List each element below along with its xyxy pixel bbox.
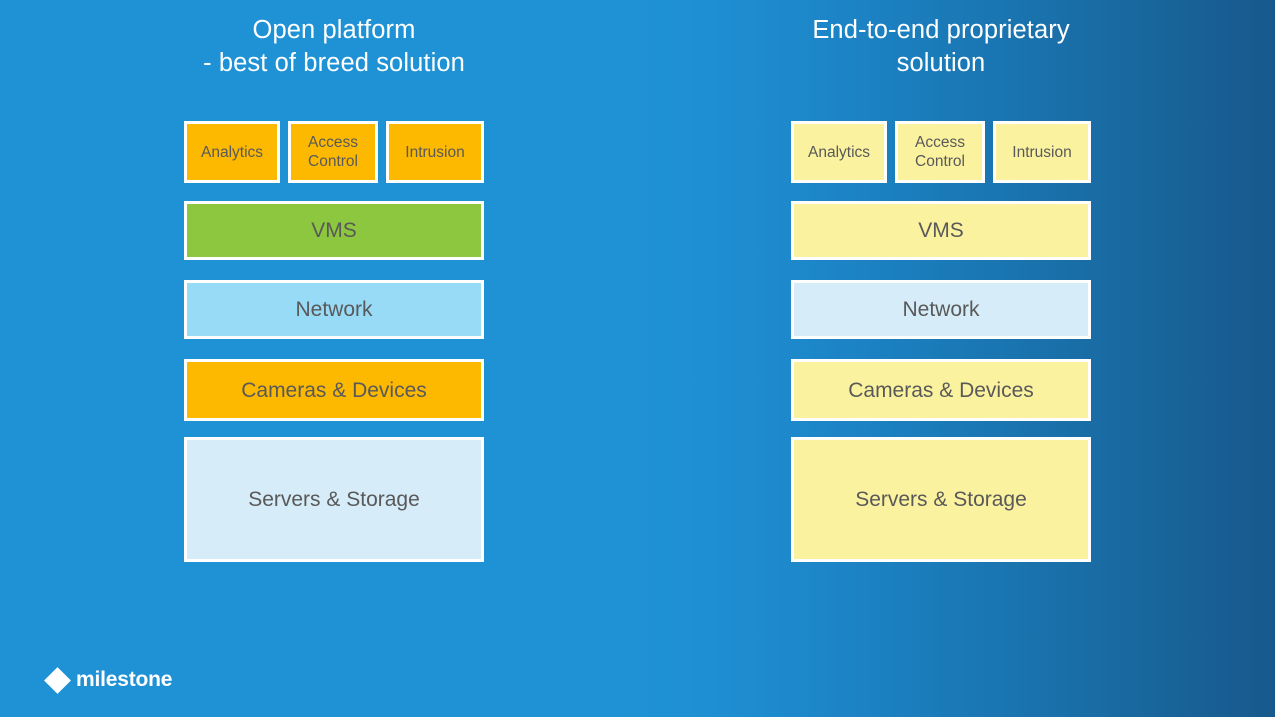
box-vms-left[interactable]: VMS [184, 201, 484, 260]
box-access-control-right[interactable]: Access Control [895, 121, 985, 183]
box-network-left[interactable]: Network [184, 280, 484, 339]
box-intrusion-left[interactable]: Intrusion [386, 121, 484, 183]
box-access-control-left[interactable]: Access Control [288, 121, 378, 183]
box-cameras-devices-left[interactable]: Cameras & Devices [184, 359, 484, 421]
top-row-right: Analytics Access Control Intrusion [791, 121, 1091, 183]
logo-wordmark: milestone [76, 668, 173, 691]
box-servers-storage-right[interactable]: Servers & Storage [791, 437, 1091, 562]
box-network-right[interactable]: Network [791, 280, 1091, 339]
box-vms-right[interactable]: VMS [791, 201, 1091, 260]
top-row-left: Analytics Access Control Intrusion [184, 121, 484, 183]
box-analytics-left[interactable]: Analytics [184, 121, 280, 183]
box-servers-storage-left[interactable]: Servers & Storage [184, 437, 484, 562]
column-title-open-platform: Open platform - best of breed solution [203, 16, 465, 77]
box-analytics-right[interactable]: Analytics [791, 121, 887, 183]
box-cameras-devices-right[interactable]: Cameras & Devices [791, 359, 1091, 421]
box-intrusion-right[interactable]: Intrusion [993, 121, 1091, 183]
column-title-end-to-end-proprietary: End-to-end proprietary solution [812, 16, 1070, 77]
diamond-icon [44, 666, 71, 694]
milestone-logo: milestone [44, 666, 173, 694]
